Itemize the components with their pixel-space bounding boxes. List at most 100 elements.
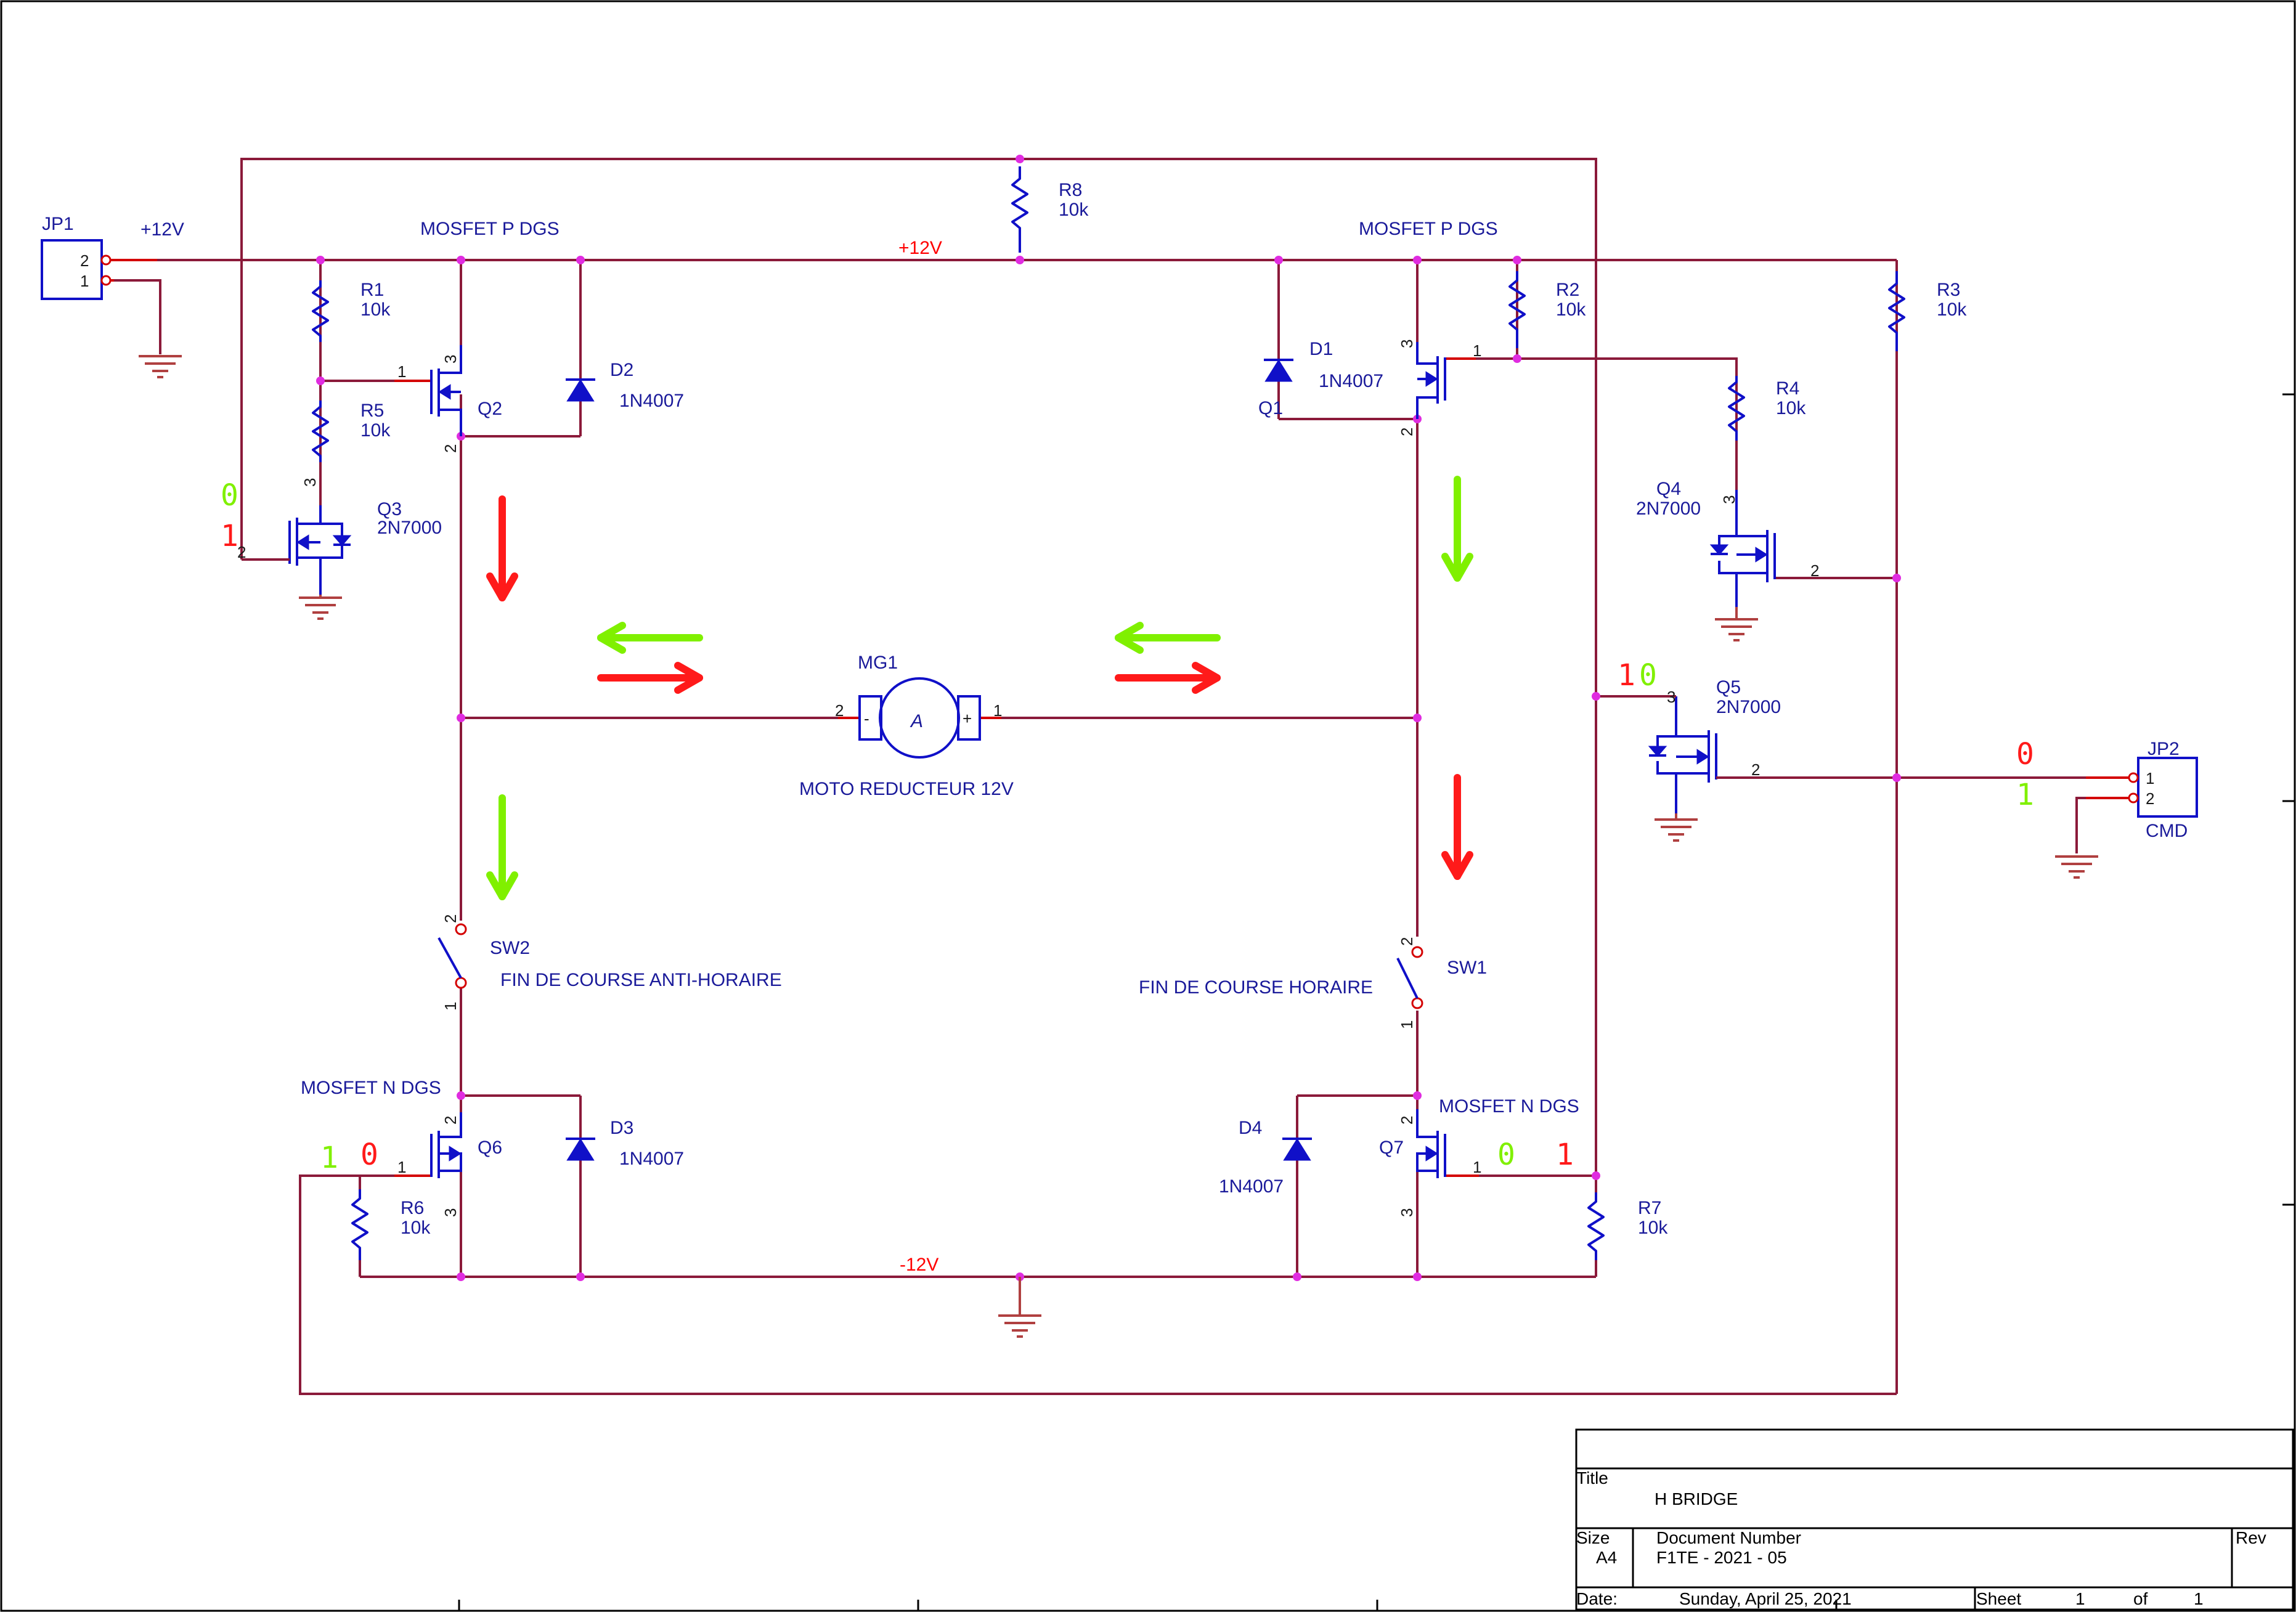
mosfet-q6 bbox=[394, 1112, 462, 1178]
d4-ref: D4 bbox=[1239, 1118, 1262, 1138]
svg-text:3: 3 bbox=[1720, 495, 1738, 504]
mg1-letter: A bbox=[910, 711, 923, 731]
arrow-green-left-1 bbox=[597, 622, 703, 654]
svg-text:3: 3 bbox=[1398, 1208, 1416, 1217]
ground-symbols bbox=[139, 355, 2098, 1338]
arrow-green-down-right bbox=[1441, 476, 1473, 582]
resistor-r8 bbox=[1011, 166, 1028, 253]
net-plus12-top: +12V bbox=[898, 238, 942, 258]
switch-sw1 bbox=[1396, 946, 1423, 1009]
arrow-red-down-left bbox=[486, 495, 518, 601]
r3-ref: R3 bbox=[1937, 280, 1960, 300]
q6-state-red: 0 bbox=[360, 1138, 378, 1172]
date-value: Sunday, April 25, 2021 bbox=[1679, 1589, 1852, 1608]
jp1-pin2: 2 bbox=[80, 251, 89, 270]
resistor-r5 bbox=[312, 401, 329, 462]
q3-value: 2N7000 bbox=[377, 518, 442, 538]
jp1-connector bbox=[41, 239, 112, 300]
size-value: A4 bbox=[1596, 1548, 1617, 1567]
arrow-red-down-right bbox=[1441, 774, 1473, 880]
q6-ref: Q6 bbox=[478, 1138, 502, 1158]
title-block: Title H BRIDGE Size A4 Document Number F… bbox=[1575, 1428, 2294, 1611]
motor-mg1 bbox=[858, 677, 981, 759]
zone-ticks bbox=[458, 393, 2295, 1611]
q5-ref: Q5 bbox=[1716, 677, 1741, 698]
pin-numbers: 1 3 2 1 3 2 2 3 3 2 3 2 1 2 3 1 2 3 2 1 … bbox=[237, 340, 1819, 1217]
svg-text:3: 3 bbox=[441, 355, 460, 364]
title-label: Title bbox=[1576, 1468, 1608, 1488]
sheet-total: 1 bbox=[2194, 1589, 2204, 1608]
logic-states: 0 1 1 0 0 1 1 0 0 1 bbox=[221, 478, 2034, 1175]
q3-state-green: 0 bbox=[221, 478, 238, 513]
arrow-red-right-2 bbox=[1115, 662, 1221, 694]
resistor-r1 bbox=[312, 280, 329, 342]
mosfet-p-right-label: MOSFET P DGS bbox=[1359, 219, 1498, 239]
mg1-ref: MG1 bbox=[858, 653, 898, 673]
mg1-minus: - bbox=[864, 709, 869, 728]
diode-d2 bbox=[566, 378, 595, 402]
of-label: of bbox=[2133, 1589, 2148, 1608]
jp1-ref: JP1 bbox=[42, 214, 74, 234]
r8-value: 10k bbox=[1059, 200, 1089, 220]
q5-state-red: 1 bbox=[1618, 658, 1635, 693]
jp2-state-green: 1 bbox=[2016, 778, 2034, 812]
diode-d4 bbox=[1282, 1138, 1312, 1161]
r2-value: 10k bbox=[1556, 299, 1586, 320]
svg-text:1: 1 bbox=[1473, 341, 1481, 360]
r4-value: 10k bbox=[1776, 398, 1806, 418]
net-minus12: -12V bbox=[900, 1255, 938, 1275]
svg-text:3: 3 bbox=[301, 478, 319, 487]
r3-value: 10k bbox=[1937, 299, 1967, 320]
rev-label: Rev bbox=[2236, 1528, 2266, 1547]
jp2-state-red: 0 bbox=[2016, 737, 2034, 771]
sw2-ref: SW2 bbox=[490, 938, 530, 958]
mg1-pin2: 2 bbox=[835, 701, 844, 720]
mosfet-p-left-label: MOSFET P DGS bbox=[420, 219, 560, 239]
current-arrows bbox=[486, 476, 1473, 900]
resistor-r2 bbox=[1508, 271, 1526, 348]
jp2-ref: JP2 bbox=[2147, 739, 2180, 759]
sheet-label: Sheet bbox=[1976, 1589, 2021, 1608]
svg-text:2: 2 bbox=[1398, 428, 1416, 436]
sw2-desc: FIN DE COURSE ANTI-HORAIRE bbox=[500, 970, 782, 990]
d4-value: 1N4007 bbox=[1219, 1176, 1284, 1197]
date-label: Date: bbox=[1576, 1589, 1618, 1608]
r6-ref: R6 bbox=[401, 1198, 424, 1218]
docnum-value: F1TE - 2021 - 05 bbox=[1656, 1548, 1787, 1567]
mg1-value: MOTO REDUCTEUR 12V bbox=[799, 779, 1014, 799]
diode-d1 bbox=[1264, 359, 1293, 382]
r5-ref: R5 bbox=[360, 401, 384, 421]
svg-text:1: 1 bbox=[397, 362, 406, 381]
svg-text:2: 2 bbox=[441, 444, 460, 453]
docnum-label: Document Number bbox=[1656, 1528, 1801, 1547]
q7-ref: Q7 bbox=[1379, 1138, 1404, 1158]
r8-ref: R8 bbox=[1059, 180, 1082, 200]
q4-value: 2N7000 bbox=[1636, 499, 1701, 519]
sw1-desc: FIN DE COURSE HORAIRE bbox=[1139, 977, 1373, 998]
title-value: H BRIDGE bbox=[1655, 1489, 1738, 1508]
arrow-green-left-2 bbox=[1115, 622, 1221, 654]
size-label: Size bbox=[1576, 1528, 1610, 1547]
d2-ref: D2 bbox=[610, 360, 633, 380]
mg1-plus: + bbox=[963, 709, 972, 728]
diode-d3 bbox=[566, 1138, 595, 1161]
mosfet-n-left-label: MOSFET N DGS bbox=[301, 1078, 441, 1098]
q3-ref: Q3 bbox=[377, 499, 402, 519]
mosfet-q2 bbox=[394, 345, 462, 436]
r6-value: 10k bbox=[401, 1218, 431, 1238]
mosfet-q7 bbox=[1416, 1109, 1479, 1178]
svg-text:2: 2 bbox=[1398, 1116, 1416, 1125]
r7-value: 10k bbox=[1638, 1218, 1668, 1238]
q1-ref: Q1 bbox=[1258, 398, 1283, 418]
d3-value: 1N4007 bbox=[619, 1149, 684, 1169]
switch-sw2 bbox=[438, 923, 467, 989]
mosfet-n-right-label: MOSFET N DGS bbox=[1439, 1096, 1579, 1117]
resistor-r7 bbox=[1587, 1192, 1605, 1260]
r1-value: 10k bbox=[360, 299, 391, 320]
d1-ref: D1 bbox=[1309, 339, 1333, 359]
mosfet-q1 bbox=[1416, 342, 1476, 419]
q6-state-green: 1 bbox=[320, 1141, 338, 1175]
junctions bbox=[316, 155, 1901, 1281]
sw1-ref: SW1 bbox=[1447, 958, 1487, 978]
svg-text:3: 3 bbox=[441, 1208, 460, 1217]
